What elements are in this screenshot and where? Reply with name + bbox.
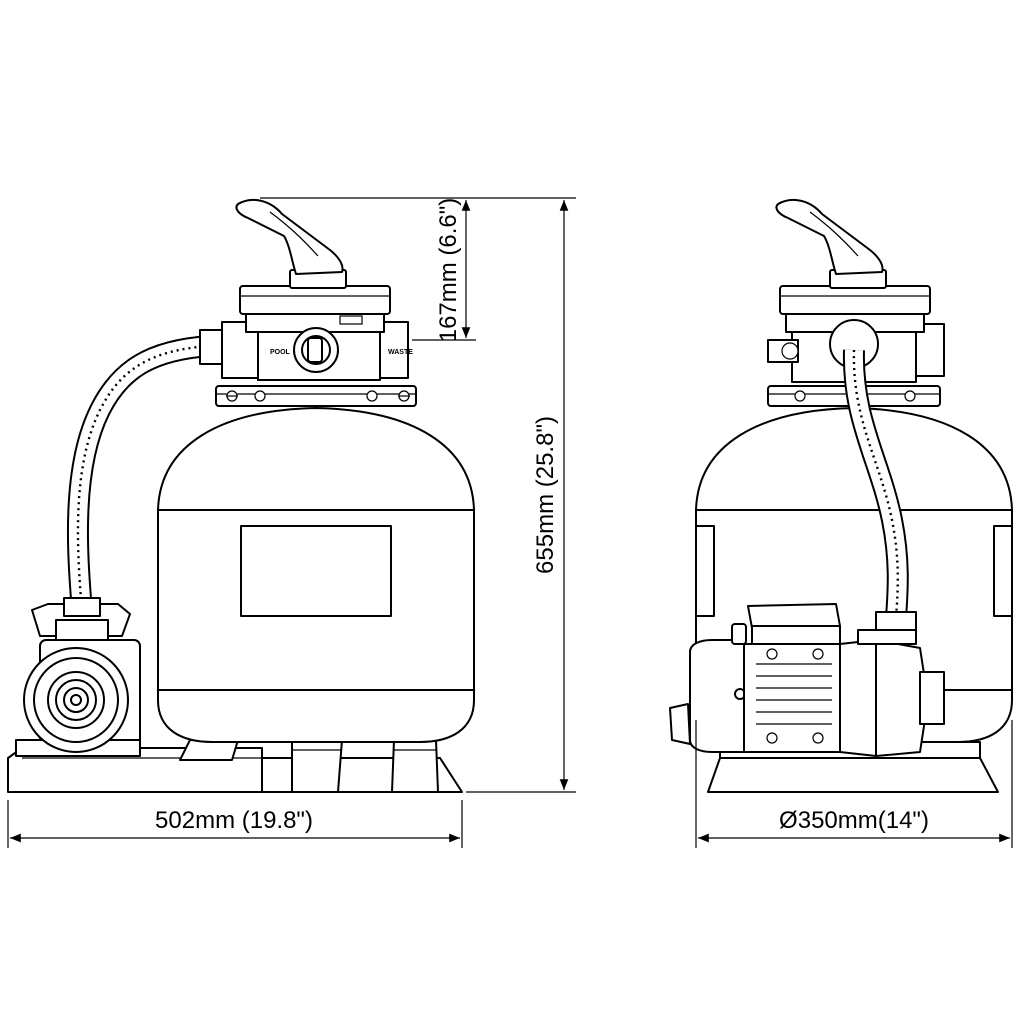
side-view: Ø350mm(14")	[669, 198, 1013, 848]
front-height-dimension: 655mm (25.8")	[260, 197, 576, 793]
front-valve-pool-label: POOL	[270, 349, 291, 356]
valve-height-dimension: 167mm (6.6")	[412, 198, 476, 343]
front-tank	[157, 407, 475, 743]
side-hose	[842, 349, 917, 635]
side-diameter-label: Ø350mm(14")	[779, 807, 929, 834]
valve-height-label: 167mm (6.6")	[435, 198, 462, 343]
front-clamp-ring	[215, 385, 417, 407]
side-pump	[669, 603, 945, 757]
front-valve-handle	[235, 198, 344, 275]
front-hose	[63, 329, 223, 617]
front-width-dimension: 502mm (19.8")	[7, 800, 463, 848]
front-view: POOL WASTE	[7, 197, 576, 848]
side-diameter-dimension: Ø350mm(14")	[695, 720, 1013, 848]
side-valve	[767, 198, 945, 383]
front-height-label: 655mm (25.8")	[532, 416, 559, 574]
front-valve: POOL WASTE	[221, 198, 413, 381]
front-width-label: 502mm (19.8")	[155, 807, 313, 834]
side-pump-cable-gland	[669, 703, 691, 745]
front-hose-fitting	[199, 329, 223, 365]
front-tank-label-plate	[240, 525, 392, 617]
side-valve-handle	[775, 198, 884, 275]
front-pump	[15, 603, 141, 757]
front-hose-pump-fitting	[63, 597, 101, 617]
front-valve-waste-label: WASTE	[388, 349, 413, 356]
